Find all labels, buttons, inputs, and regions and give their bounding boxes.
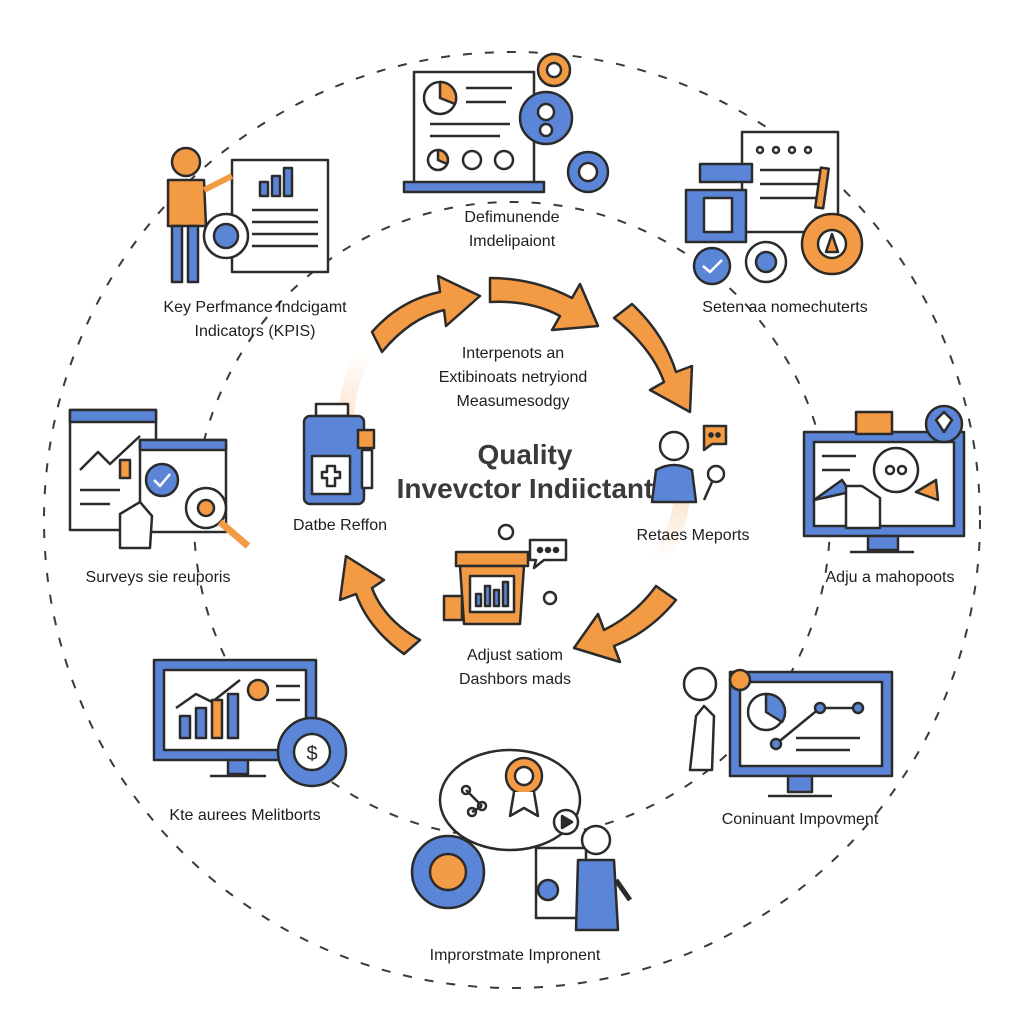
label-bottom: Improrstmate Impronent xyxy=(390,944,640,968)
document-gear-target-icon xyxy=(684,130,864,286)
label-left: Surveys sie reuporis xyxy=(48,566,268,590)
label-top-left: Key Perfmance Indcigamt Indicators (KPIS… xyxy=(110,296,400,344)
label-right-line1: Adju a mahopoots xyxy=(825,569,955,586)
monitor-search-icon xyxy=(802,404,966,554)
label-top-line2: Imdelipaiont xyxy=(468,233,556,250)
arrow-top xyxy=(488,276,600,332)
inner-label-left: Datbe Reffon xyxy=(270,514,410,538)
inner-label-right: Retaes Meports xyxy=(618,524,768,548)
arrow-top-left xyxy=(370,274,482,354)
gear-award-person-icon xyxy=(410,748,633,932)
arrow-left xyxy=(338,554,422,656)
inner-label-bottom-line1: Adjust satiom xyxy=(466,647,564,664)
dashboard-chat-icon xyxy=(442,523,568,626)
label-bottom-left: Kte aurees Melitborts xyxy=(130,804,360,828)
monitor-graph-hand-icon xyxy=(682,666,894,798)
svg-text:$: $ xyxy=(306,743,317,765)
inner-label-top: Interpenots an Extibinoats netryiond Mea… xyxy=(400,342,626,414)
cycle-arrows xyxy=(338,274,694,664)
inner-label-left-line1: Datbe Reffon xyxy=(293,517,387,534)
inner-label-bottom: Adjust satiom Dashbors mads xyxy=(420,644,610,692)
label-bottom-right-line1: Coninuant Impovment xyxy=(721,811,879,828)
inner-label-right-line1: Retaes Meports xyxy=(636,527,750,544)
inner-label-bottom-line2: Dashbors mads xyxy=(458,671,572,688)
presenter-kpi-icon xyxy=(166,146,330,284)
person-microphone-icon xyxy=(650,424,728,504)
label-top: Defimunende Imdelipaiont xyxy=(402,206,622,254)
inner-label-top-line3: Measumesodgy xyxy=(456,393,570,410)
monitor-dollar-gear-icon: $ xyxy=(152,658,348,788)
center-title-line2: Invevctor Indiictant xyxy=(396,473,654,504)
report-gear-icon xyxy=(402,52,610,194)
inner-label-top-line2: Extibinoats netryiond xyxy=(438,369,588,386)
label-right: Adju a mahopoots xyxy=(790,566,990,590)
label-left-line1: Surveys sie reuporis xyxy=(85,569,231,586)
center-title-line1: Quality xyxy=(477,439,573,470)
outer-dashed-ring xyxy=(43,51,981,989)
arrow-right xyxy=(612,302,694,414)
label-bottom-left-line1: Kte aurees Melitborts xyxy=(169,807,321,824)
data-database-icon xyxy=(302,402,376,506)
arrow-bottom-right xyxy=(572,584,678,664)
label-top-left-line2: Indicators (KPIS) xyxy=(194,323,316,340)
label-bottom-right: Coninuant Impovment xyxy=(690,808,910,832)
label-top-right: Seten aa nomechuterts xyxy=(660,296,910,320)
label-top-left-line1: Key Perfmance Indcigamt xyxy=(163,299,347,316)
label-bottom-line1: Improrstmate Impronent xyxy=(429,947,601,964)
center-title: Quality Invevctor Indiictant xyxy=(360,438,690,506)
label-top-line1: Defimunende xyxy=(464,209,560,226)
label-top-right-line1: Seten aa nomechuterts xyxy=(702,299,868,316)
analytics-magnifier-icon xyxy=(68,408,251,550)
inner-label-top-line1: Interpenots an xyxy=(461,345,565,362)
